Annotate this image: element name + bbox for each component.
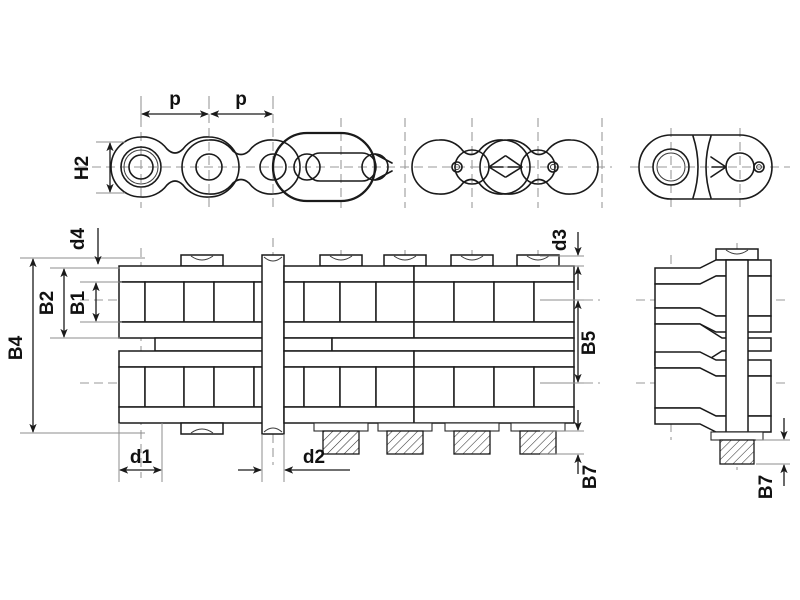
bush-left-b-upper [213,281,255,323]
connecting-link-plate-outline [638,134,773,200]
roller-left-b-upper [183,281,215,323]
end-pin-shaft [725,259,749,433]
cotter-pin-right [505,155,559,178]
dim-label-b5: B5 [579,330,600,355]
centre-pin-bottom-chamfer [263,427,283,433]
dim-label-b7: B7 [580,465,601,489]
end-cotter-pin [719,439,755,465]
plan-centre-pin [261,254,285,435]
dim-label-p2: p [235,89,247,110]
dim-label-d2: d2 [303,447,325,468]
end-view-roller-outer [652,148,690,186]
roller-right-c-lower [493,366,535,408]
dim-label-d4: d4 [68,227,89,250]
plate-right-bottom-a [283,406,415,424]
plate-waist-right [705,135,712,199]
cotter-pin-3 [453,430,491,455]
roller-left-b-lower [183,366,215,408]
connecting-plate-slot [305,152,377,182]
view-side-elevation-end [630,128,790,207]
cotter-pin-left [451,155,506,178]
end-view-cotter-eye-inner [756,164,762,170]
end-view-roller-inner [656,152,686,182]
outer-plate-left-mid-lower [118,350,270,368]
plate-right-mid-a [283,321,415,339]
cotter-pin-4 [519,430,557,455]
pin-shoulder-2 [377,422,433,432]
bush-right-b-lower [375,366,415,408]
end-pin-head-top-chamfer [725,249,749,255]
end-view-cotter-legs [710,156,727,178]
end-pin-shoulder [710,431,764,441]
spacer-plate-right-a [283,337,333,352]
dim-label-d1: d1 [130,447,153,468]
centre-pin-body [261,254,285,435]
pin-head-left-top-chamfer [190,255,214,261]
bush-left-a-upper [144,281,185,323]
bush-right-d-upper [533,281,575,323]
outer-plate-left-mid-upper [118,321,270,339]
plate-right-mid-b [413,321,575,339]
cotter-pin-2 [386,430,424,455]
centre-pin-top-chamfer [263,256,283,262]
bush-right-c-lower [453,366,495,408]
roller-left-a-upper [118,281,146,323]
dim-label-d3: d3 [550,229,571,251]
bush-right-a-upper [303,281,341,323]
view-plan-section: B4 B2 B1 d4 d3 B5 [6,227,601,489]
pin-right-0-upper [283,281,305,323]
bush-left-b-lower [213,366,255,408]
bush-left-a-lower [144,366,185,408]
dim-label-b2: B2 [37,291,58,315]
spacer-plate-right-b [331,337,575,352]
roller-left-a-lower [118,366,146,408]
roller-right-c-upper [493,281,535,323]
plan-left-half [118,254,281,435]
view-plan-section-end: B7 [636,243,790,499]
pin-right-0-lower [283,366,305,408]
pin-head-left-bottom-chamfer [190,428,214,434]
bush-right-b-upper [375,281,415,323]
plan-right-half [283,254,575,455]
plate-right-lower-b [413,350,575,368]
view-side-elevation: p p H2 [72,89,612,208]
plate-waist-left [692,135,699,199]
dim-label-p1: p [169,89,181,110]
roller-right-a-upper [339,281,377,323]
dim-label-b7b: B7 [756,475,777,499]
bush-right-d-lower [533,366,575,408]
plate-right-bottom-b [413,406,575,424]
pin-shoulder-3 [444,422,500,432]
end-view-cotter-eye [753,161,765,173]
plate-right-top-b [413,265,575,283]
bush-right-a-lower [303,366,341,408]
dim-label-b1: B1 [68,290,89,315]
outer-plate-left-top [118,265,270,283]
dim-label-h2: H2 [72,156,93,180]
pin-shoulder-4 [510,422,566,432]
roller-right-a-lower [339,366,377,408]
roller-right-b-lower [413,366,455,408]
dim-label-b4: B4 [6,335,27,360]
pin-shoulder-1 [313,422,369,432]
roller-right-b-upper [413,281,455,323]
cotter-pin-1 [322,430,360,455]
plate-right-top-a [283,265,415,283]
outer-plate-left-bottom [118,406,270,424]
plate-right-lower-a [283,350,415,368]
bush-right-c-upper [453,281,495,323]
